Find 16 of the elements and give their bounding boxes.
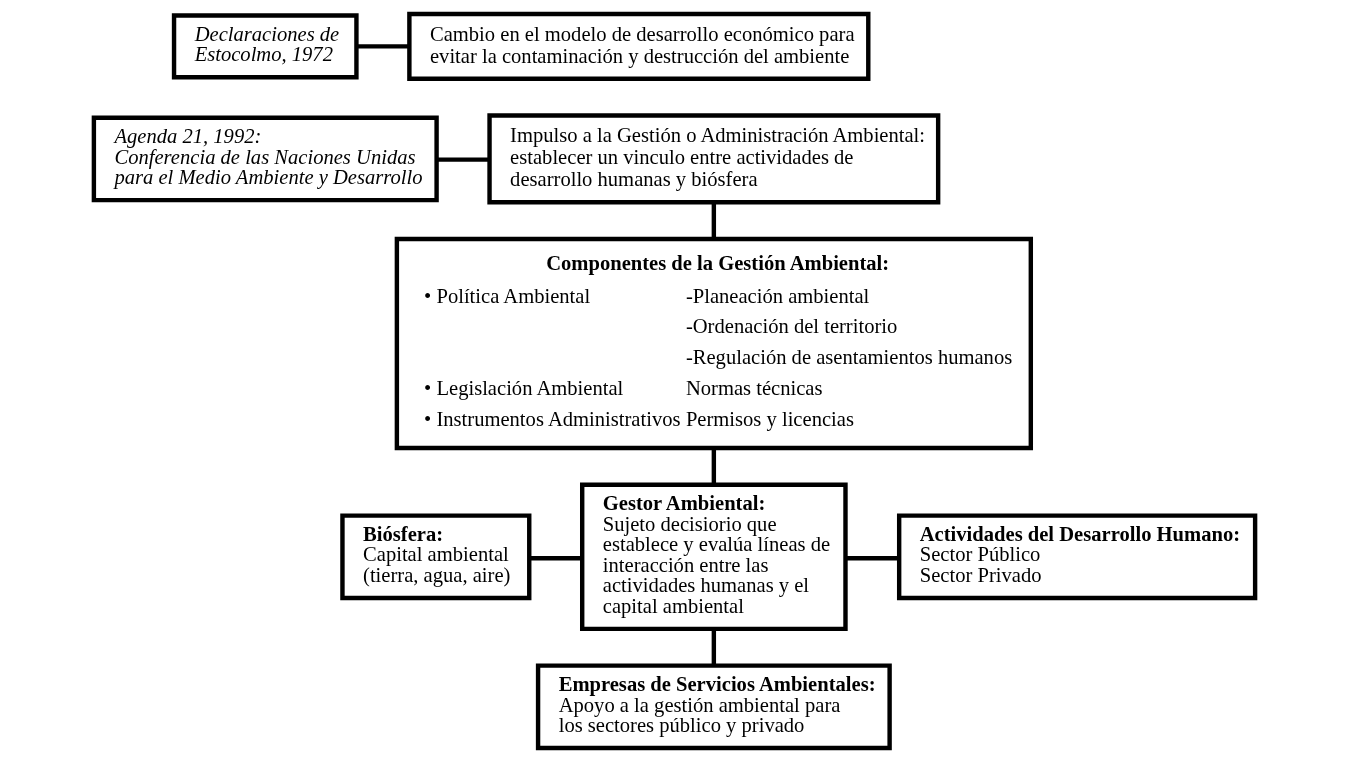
connector <box>529 556 582 561</box>
connector <box>845 556 899 561</box>
node-box: Impulso a la Gestión o Administración Ambiental: establecer un vinculo entre actividades de desarrollo humanas y biósfera <box>486 113 940 205</box>
connector <box>436 157 489 162</box>
connector <box>356 44 409 49</box>
node-box: Actividades del Desarrollo Humano: Sector Público Sector Privado <box>896 513 1257 601</box>
connector <box>711 629 716 666</box>
node-box: Declaraciones de Estocolmo, 1972 <box>171 13 359 80</box>
node-box: Gestor Ambiental: Sujeto decisiorio que establece y evalúa líneas de interacción entre las actividades humanas y el capital ambiental <box>579 482 848 632</box>
node-box: Componentes de la Gestión Ambiental: • Política Ambiental -Planeación ambiental -Ordenación del territorio -Regulación de asentamientos humanos • Legislación Ambiental Normas técnicas • Instrumentos Administrativos Permisos y licencias <box>394 236 1033 451</box>
connector <box>711 448 716 485</box>
node-box: Cambio en el modelo de desarrollo económico para evitar la contaminación y destrucción del ambiente <box>406 11 870 81</box>
node-box: Empresas de Servicios Ambientales: Apoyo a la gestión ambiental para los sectores público y privado <box>535 663 892 751</box>
node-box: Biósfera: Capital ambiental (tierra, agua, aire) <box>339 513 531 601</box>
node-box: Agenda 21, 1992: Conferencia de las Naciones Unidas para el Medio Ambiente y Desarrollo <box>91 115 439 203</box>
connector <box>711 202 716 239</box>
